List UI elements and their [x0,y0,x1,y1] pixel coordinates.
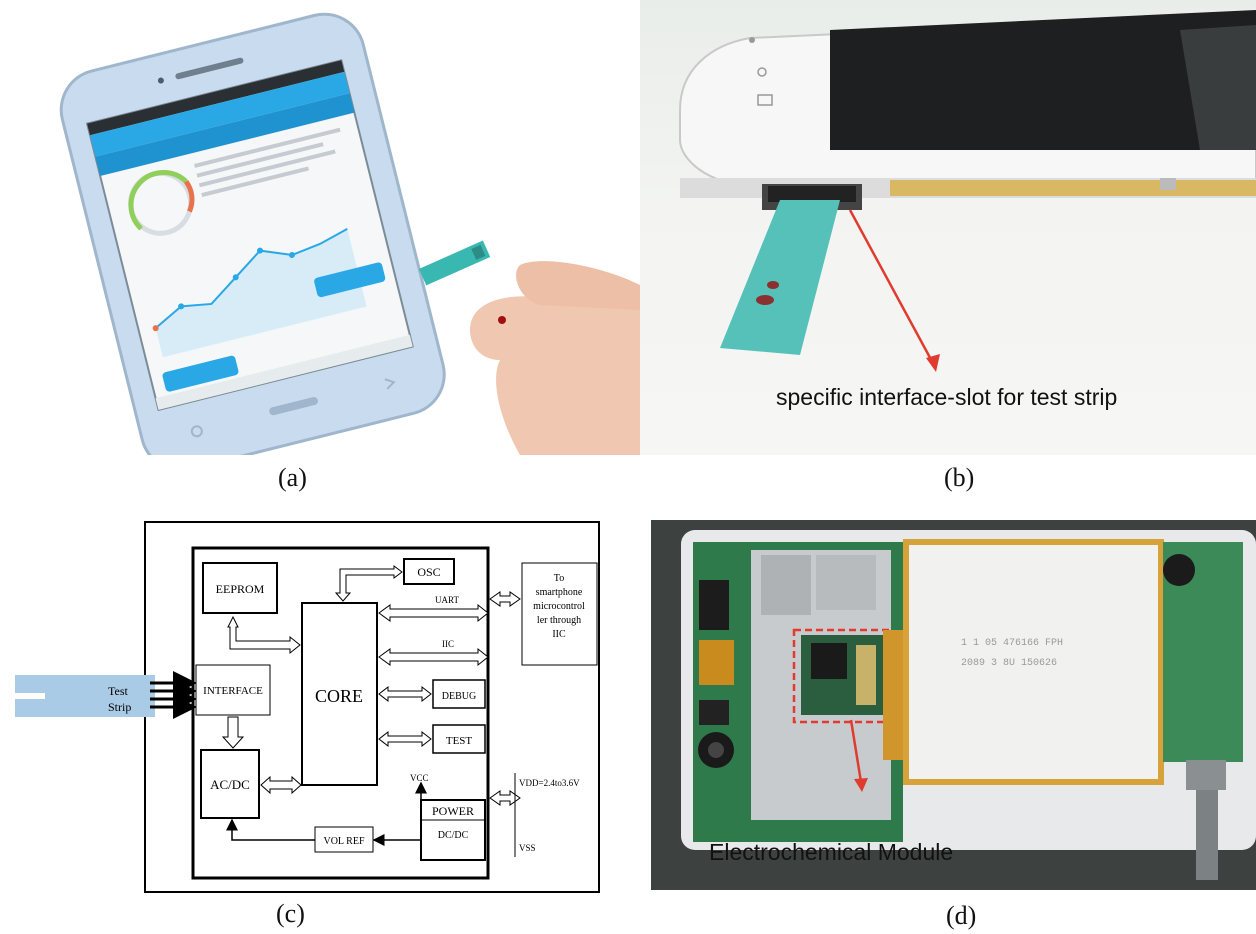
dcdc-label: DC/DC [438,830,469,841]
slot-annotation-label: specific interface-slot for test strip [776,384,1117,410]
module-annotation-label: Electrochemical Module [709,839,953,865]
test-arrow [378,730,432,748]
debug-block [432,679,486,709]
osc-label: OSC [417,565,440,579]
osc-block [403,558,455,585]
acdc-label: AC/DC [210,777,250,792]
to-phone-4: ler through [537,615,581,626]
test-block [432,724,486,754]
test-label: TEST [446,735,473,747]
test-strip [418,240,491,286]
smartphone-mcu-block [521,562,598,666]
to-phone-2: smartphone [536,587,583,598]
slot-illustration: specific interface-slot for test strip [679,10,1256,410]
caption-c: (c) [276,899,305,928]
vss-label: VSS [519,843,536,853]
module-arrow [849,719,863,783]
interface-label: INTERFACE [203,685,263,697]
debug-arrow [378,685,432,703]
eeprom-core-arrow [227,615,301,655]
vdd-label: VDD=2.4to3.6V [519,778,580,788]
acdc-block [200,749,260,819]
iic-label: IIC [442,639,454,649]
app-blue-button-2[interactable] [162,355,240,393]
interface-acdc-arrow [221,716,245,749]
core-label: CORE [315,686,363,706]
supply-arrow [489,790,521,806]
acdc-core-arrow [260,775,302,795]
annotation-arrow [848,209,936,366]
test-strip-label-2: Strip [108,700,131,714]
battery-pack [903,539,1164,785]
finger-hand [470,296,640,455]
core-block [301,602,378,786]
vcc-label: VCC [410,773,429,783]
blood-drop [498,316,506,324]
caption-b: (b) [944,463,975,492]
uart-label: UART [435,595,459,605]
iic-bus-arrow [378,647,489,667]
test-strip-label-1: Test [108,684,128,698]
uart-bus-arrow [378,603,489,623]
panel-c-block-diagram: Test Strip INTERFACE EEPROM OSC CORE DEB… [0,515,640,895]
battery-text-2: 2089 3 8U 150626 [961,658,1057,669]
external-bus-arrow [489,591,521,607]
power-block [420,799,486,861]
to-phone-1: To [554,573,564,584]
pcb-illustration: 1 1 05 476166 FPH 2089 3 8U 150626 Elect… [681,530,1256,880]
osc-core-arrow [334,565,403,602]
to-phone-5: IIC [552,629,566,640]
connector-pin [1196,790,1218,880]
battery-text-1: 1 1 05 476166 FPH [961,638,1063,649]
app-tab-bar [95,93,355,177]
line-chart-area [155,228,367,358]
block-diagram-svg: Test Strip INTERFACE EEPROM OSC CORE DEB… [15,521,600,893]
debug-label: DEBUG [442,691,476,702]
app-blue-button[interactable] [313,262,386,298]
app-title-bar [90,71,350,157]
caption-d: (d) [946,901,977,930]
caption-a: (a) [278,463,307,492]
phone-screen-dark [830,10,1256,150]
test-strip-inserted [720,200,840,355]
panel-d-pcb-photo: 1 1 05 476166 FPH 2089 3 8U 150626 Elect… [651,520,1256,890]
phone-illustration [59,12,640,455]
panel-b-slot-photo: specific interface-slot for test strip [640,0,1256,455]
power-label: POWER [432,804,474,818]
home-button [269,397,318,416]
volref-label: VOL REF [323,836,364,847]
to-phone-3: microcontrol [533,601,585,612]
panel-a-phone-photo [0,0,640,455]
eeprom-label: EEPROM [216,582,265,596]
interface-block [195,664,271,716]
eeprom-block [202,562,278,614]
